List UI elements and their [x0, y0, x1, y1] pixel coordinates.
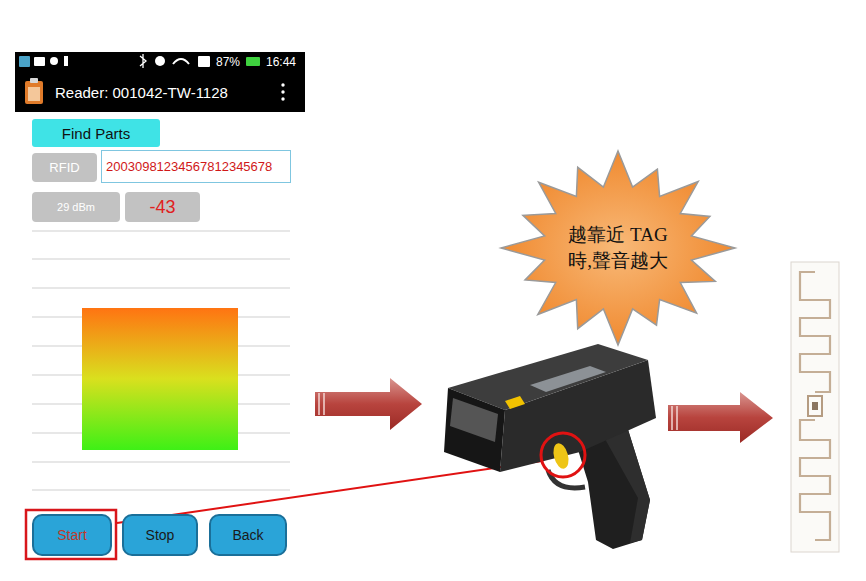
rfid-scanner [444, 344, 656, 549]
starburst-shape [498, 148, 738, 348]
signal-meter [82, 308, 238, 450]
find-parts-button: Find Parts [32, 119, 160, 147]
power-button: 29 dBm [32, 192, 120, 222]
node-text: RFID [49, 160, 79, 175]
starburst-outline [501, 151, 735, 345]
back-button: Back [209, 514, 287, 556]
start-button: Start [32, 514, 112, 556]
epc-field: 20030981234567812345678 [101, 150, 291, 183]
clipboard-icon [25, 78, 43, 104]
trigger-highlight [541, 433, 585, 477]
block-arrow [668, 392, 773, 443]
status-icons [19, 54, 260, 68]
arrow-stripes [319, 393, 324, 415]
node-text: 越靠近 TAG 時,聲音越大 [559, 222, 677, 273]
node-text: Stop [146, 527, 175, 543]
stop-button: Stop [122, 514, 198, 556]
node-text: Start [57, 527, 87, 543]
status-text: 16:44 [266, 55, 296, 69]
node-text: Find Parts [62, 125, 130, 142]
highlight-frame [26, 510, 116, 559]
grid-lines [32, 231, 290, 490]
rfid-tag [791, 262, 839, 552]
arrow-stripes [672, 406, 677, 430]
menu-dots [281, 83, 284, 100]
node-text: Reader: 001042-TW-1128 [55, 84, 228, 101]
node-text: Back [232, 527, 263, 543]
status-text: 87% [216, 55, 240, 69]
node-text: -43 [149, 197, 175, 218]
app-header: Reader: 001042-TW-1128 [15, 72, 305, 112]
block-arrow [315, 378, 422, 430]
node-text: 20030981234567812345678 [106, 159, 272, 174]
starburst-callout: 越靠近 TAG 時,聲音越大 [498, 148, 738, 348]
rssi-value: -43 [125, 192, 200, 222]
rfid-button: RFID [32, 153, 97, 182]
node-text: 29 dBm [57, 201, 95, 213]
phone-top-bar [15, 52, 305, 112]
